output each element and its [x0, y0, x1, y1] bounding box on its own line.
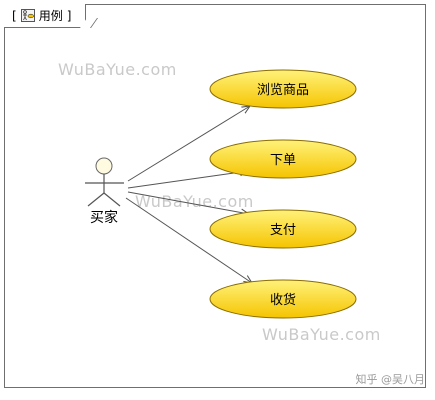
actor-head: [95, 157, 113, 175]
use-case-ellipse: [209, 279, 357, 319]
use-case-ellipse: [209, 69, 357, 109]
actor-buyer[interactable]: 买家: [85, 157, 124, 226]
association-lines: [125, 106, 252, 283]
frame-bracket-open: [: [12, 8, 17, 23]
use-case-label: 下单: [270, 153, 296, 168]
watermark-1: WuBaYue.com: [58, 60, 177, 79]
frame-title: 用例: [38, 9, 63, 23]
use-case-diagram-icon: [20, 9, 35, 22]
association-line-uc3: [127, 191, 249, 214]
use-case-pay[interactable]: 支付: [209, 209, 357, 249]
use-case-ellipse: [209, 139, 357, 179]
use-case-ellipse: [209, 209, 357, 249]
frame-bracket-close: ]: [66, 8, 72, 23]
actor-left-leg: [87, 192, 105, 207]
use-case-label: 浏览商品: [257, 82, 309, 98]
association-line-uc2: [127, 171, 248, 189]
credit-watermark: 知乎 @吴八月: [355, 373, 426, 386]
association-line-uc4: [125, 197, 252, 283]
frame-title-tab: [ 用例 ]: [4, 4, 87, 28]
diagram-frame: [4, 4, 426, 388]
use-case-browse[interactable]: 浏览商品: [209, 69, 357, 109]
watermark-3: WuBaYue.com: [262, 325, 381, 344]
actor-right-leg: [103, 192, 121, 207]
use-case-label: 支付: [270, 223, 296, 238]
use-case-order[interactable]: 下单: [209, 139, 357, 179]
association-line-uc1: [127, 106, 250, 182]
use-case-receive[interactable]: 收货: [209, 279, 357, 319]
watermark-2: WuBaYue.com: [135, 192, 254, 211]
use-case-label: 收货: [270, 292, 296, 308]
actor-label: 买家: [90, 209, 118, 226]
